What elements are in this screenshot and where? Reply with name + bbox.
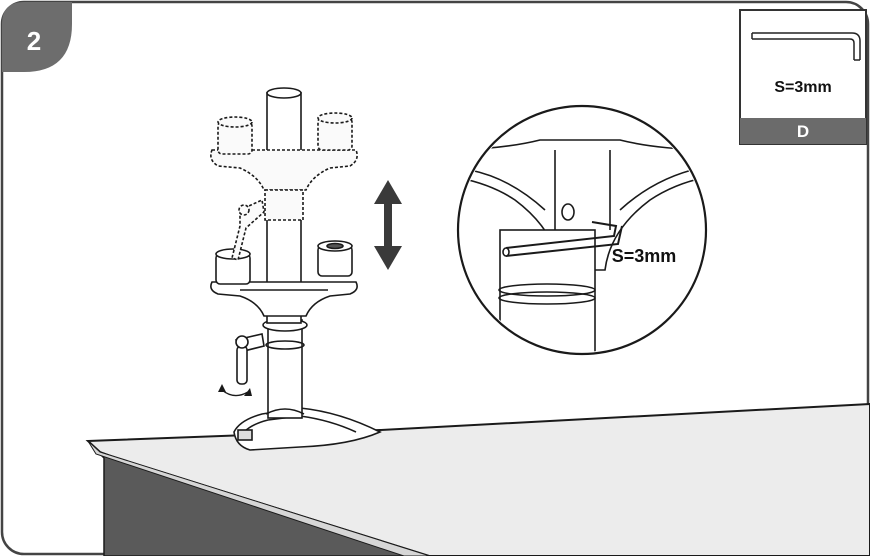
step-number: 2 — [27, 26, 41, 56]
tool-box: S=3mm D — [739, 9, 867, 145]
hex-screw-icon — [235, 335, 249, 349]
callout-size-label: S=3mm — [612, 246, 677, 266]
tool-size-label: S=3mm — [774, 79, 831, 96]
step-badge: 2 — [2, 2, 72, 72]
tool-letter: D — [797, 122, 809, 141]
double-vertical-arrow-icon — [374, 180, 402, 270]
monitor-stand — [210, 87, 382, 451]
tool-box-footer — [740, 118, 866, 144]
lever-handle — [234, 333, 265, 385]
stand-pole-lower — [267, 319, 303, 419]
detail-callout: S=3mm — [456, 104, 708, 356]
desk-edge — [87, 440, 431, 556]
upper-arm-hub-ghost — [210, 112, 358, 262]
lower-arm-hub — [210, 240, 358, 317]
hex-key-icon — [751, 32, 861, 61]
